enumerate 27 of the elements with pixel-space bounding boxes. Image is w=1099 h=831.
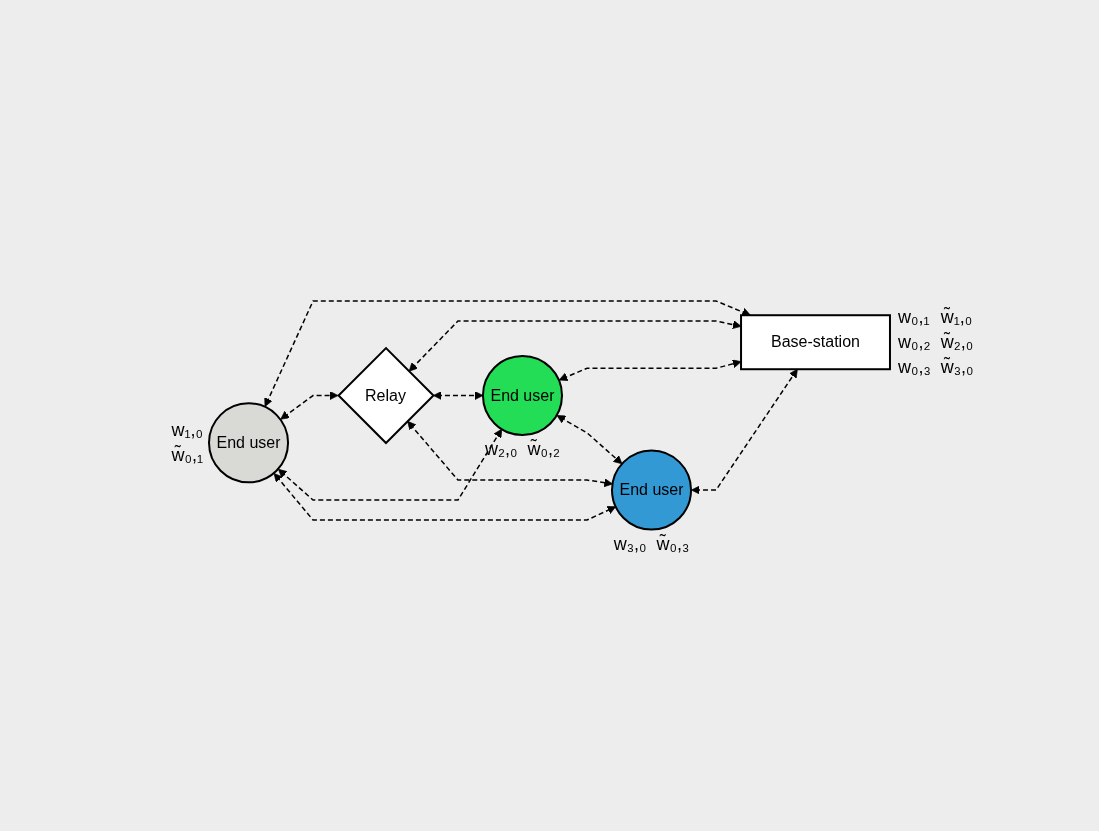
weight-label: w₀,₁: [897, 306, 931, 328]
arrow: [691, 369, 798, 495]
weight-label: w̃₃,₀: [940, 356, 974, 378]
node-circle: End user: [611, 449, 693, 531]
weight-label: w̃₀,₃: [656, 533, 690, 555]
arrow: [556, 415, 623, 465]
weight-label: w̃₀,₂: [527, 439, 560, 461]
weight-label: w̃₀,₁: [171, 445, 203, 466]
arrow: [432, 391, 484, 401]
arrow: [264, 300, 751, 408]
weight-label: w₂,₀: [485, 439, 518, 461]
node-circle: End user: [208, 402, 290, 484]
weight-label: w₃,₀: [613, 533, 647, 555]
node-diamond: Relay: [337, 346, 435, 445]
weight-label: w₀,₂: [897, 331, 931, 353]
weight-label: w₁,₀: [171, 420, 203, 441]
arrow: [408, 320, 742, 372]
node-box: Base-station: [740, 314, 891, 371]
node-circle: End user: [481, 355, 563, 437]
arrow: [278, 428, 503, 501]
weight-label: w̃₁,₀: [940, 306, 974, 328]
arrow: [407, 421, 613, 488]
weight-label: w₀,₃: [897, 356, 931, 378]
arrow: [273, 473, 617, 521]
arrow: [558, 359, 742, 382]
weight-label: w̃₂,₀: [940, 331, 974, 353]
arrow: [280, 391, 339, 420]
